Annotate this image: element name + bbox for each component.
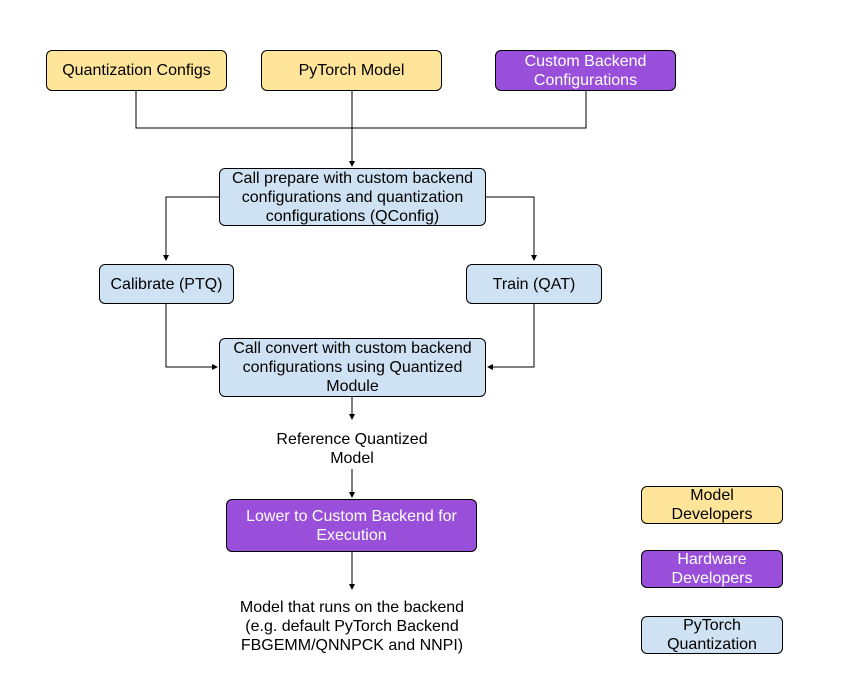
legend-pytorch-quantization: PyTorch Quantization bbox=[641, 616, 783, 654]
quantization-configs-box: Quantization Configs bbox=[46, 50, 227, 91]
calibrate-ptq-box: Calibrate (PTQ) bbox=[99, 264, 234, 304]
reference-quantized-model-label: Reference Quantized Model bbox=[276, 431, 428, 467]
edge-prepare-to-calibrate bbox=[163, 196, 219, 261]
legend-hardware-developers: Hardware Developers bbox=[641, 550, 783, 588]
prepare-step-box: Call prepare with custom backend configu… bbox=[219, 168, 486, 226]
pytorch-model-box: PyTorch Model bbox=[261, 50, 442, 91]
convert-step-box: Call convert with custom backend configu… bbox=[219, 338, 486, 397]
custom-backend-configurations-box: Custom Backend Configurations bbox=[495, 50, 676, 91]
edge-quant-configs-merge bbox=[135, 91, 587, 129]
final-model-label: Model that runs on the backend (e.g. def… bbox=[239, 599, 465, 654]
legend-model-developers: Model Developers bbox=[641, 486, 783, 524]
edge-train-to-convert bbox=[487, 304, 535, 370]
lower-to-custom-backend-box: Lower to Custom Backend for Execution bbox=[226, 499, 477, 552]
edge-calibrate-to-convert bbox=[165, 304, 218, 370]
train-qat-box: Train (QAT) bbox=[466, 264, 602, 304]
edge-prepare-to-train bbox=[486, 196, 537, 261]
